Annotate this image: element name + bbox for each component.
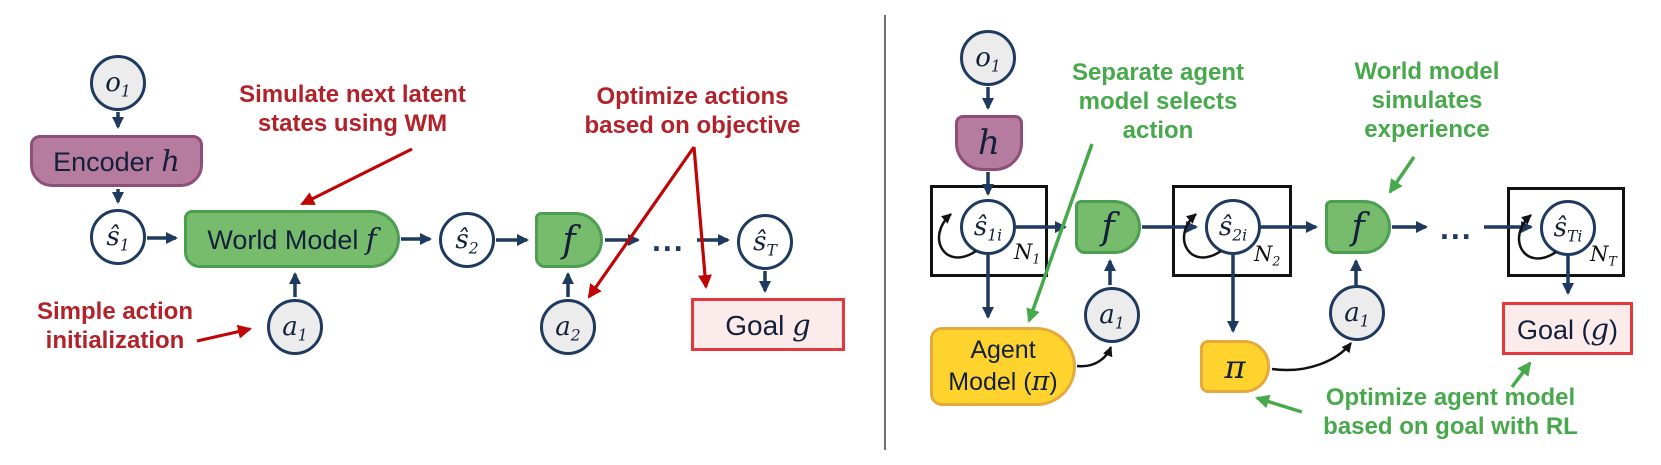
world-model-shape: World Model f (184, 210, 400, 268)
annotation-simple-action: Simple action initialization (36, 298, 194, 354)
arrow-simulate-to-worldmodel (300, 147, 413, 206)
encoder-shape: Encoder h (30, 135, 203, 187)
curve-pi-a1 (1271, 342, 1352, 372)
node-a1-right-second-label: a1 (1344, 298, 1370, 331)
arrow-optimize-to-pi (1255, 394, 1303, 414)
f-shape-left-label: f (562, 219, 576, 261)
node-s1-left: ŝ1 (90, 209, 146, 265)
node-a2-left-label: a2 (555, 312, 581, 345)
node-a1-right-first-label: a1 (1099, 300, 1125, 333)
node-o1-left-label: o1 (105, 68, 131, 101)
f-shape-right-2-label: f (1351, 206, 1365, 248)
f-shape-left: f (535, 212, 603, 268)
pi-shape-label: π (1224, 347, 1246, 386)
arrow-optimize-to-goal (692, 146, 712, 289)
annotation-optimize-actions: Optimize actions based on objective (584, 83, 801, 139)
node-a1-right-first: a1 (1084, 287, 1140, 343)
node-sTi-label: ŝTi (1553, 213, 1583, 246)
pi-shape: π (1200, 340, 1270, 393)
node-o1-right: o1 (960, 30, 1016, 86)
node-a1-right-second: a1 (1329, 285, 1385, 341)
world-model-label: World Model f (207, 222, 377, 256)
agent-model-label: Agent Model (π) (948, 336, 1058, 397)
node-a2-left: a2 (540, 299, 596, 355)
annotation-world-model: World model simulates experience (1354, 58, 1500, 143)
node-sTi: ŝTi (1540, 200, 1596, 256)
f-shape-right-2: f (1325, 200, 1391, 254)
node-s2-left-label: ŝ2 (455, 225, 479, 258)
curve-agentmodel-a1 (1076, 346, 1113, 368)
h-shape-label: h (978, 123, 1000, 163)
ellipsis-right: ... (1440, 210, 1473, 246)
agent-model-shape: Agent Model (π) (930, 327, 1076, 406)
node-o1-left: o1 (90, 55, 146, 111)
panel-divider (884, 15, 886, 450)
node-s2-left: ŝ2 (439, 212, 495, 268)
plate-n1-label: N1 (1014, 240, 1041, 267)
plate-nT-label: NT (1590, 242, 1617, 269)
annotation-separate-agent: Separate agent model selects action (1071, 59, 1245, 144)
annotation-simulate: Simulate next latent states using WM (239, 81, 466, 137)
f-shape-right-1: f (1075, 200, 1141, 254)
goal-box-right: Goal (g) (1502, 302, 1633, 355)
node-sT-left-label: ŝT (753, 227, 777, 260)
f-shape-right-1-label: f (1101, 206, 1115, 248)
node-a1-left-label: a1 (282, 312, 308, 345)
node-sT-left: ŝT (737, 214, 793, 270)
goal-box-left: Goal g (691, 298, 845, 351)
node-s2i: ŝ2i (1205, 199, 1261, 255)
node-s2i-label: ŝ2i (1218, 212, 1248, 245)
encoder-label: Encoder h (53, 144, 180, 178)
ellipsis-left: ... (652, 222, 685, 258)
plate-n2-label: N2 (1254, 242, 1281, 269)
annotation-optimize-agent: Optimize agent model based on goal with … (1323, 384, 1578, 440)
node-s1i-label: ŝ1i (973, 212, 1003, 245)
node-a1-left: a1 (267, 299, 323, 355)
node-o1-right-label: o1 (975, 43, 1001, 76)
node-s1i: ŝ1i (960, 199, 1016, 255)
h-shape: h (955, 115, 1023, 171)
arrow-worldmodel-to-f2 (1388, 156, 1416, 194)
plate-nT (1507, 187, 1625, 277)
goal-right-label: Goal (g) (1516, 311, 1619, 346)
goal-left-label: Goal g (725, 307, 811, 342)
node-s1-left-label: ŝ1 (106, 222, 130, 255)
